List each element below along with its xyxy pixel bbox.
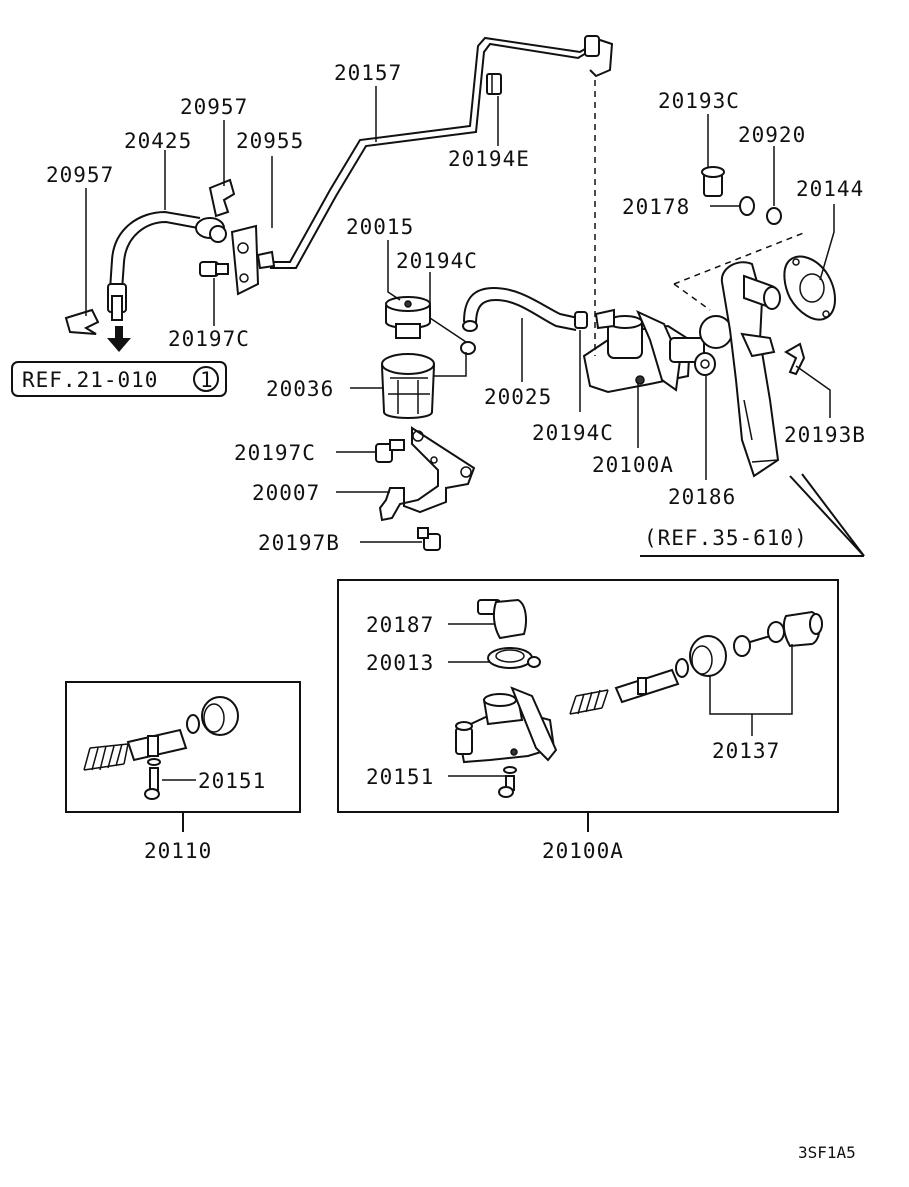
kit-20100a-piston — [614, 658, 689, 704]
label-20144: 20144 — [796, 177, 864, 201]
label-20137: 20137 — [712, 739, 780, 763]
kit-20100a-pushrod — [749, 610, 823, 648]
ref-35-610-bracket — [640, 473, 865, 557]
hose-clip-20957-top — [208, 178, 236, 218]
kit-20110-box — [65, 681, 301, 832]
hose-bracket — [230, 224, 276, 296]
pedal-alignment-line-b — [673, 283, 711, 311]
label-20194c-top: 20194C — [396, 249, 478, 273]
kit-20100a-bleeder — [498, 766, 517, 798]
reservoir-cap — [385, 296, 431, 339]
kit-20110-spring — [83, 743, 129, 771]
label-20957-left: 20957 — [46, 163, 114, 187]
clutch-pipe — [270, 35, 614, 269]
label-20193b: 20193B — [784, 423, 866, 447]
reservoir-hose — [462, 286, 579, 332]
diagram-code: 3SF1A5 — [798, 1143, 856, 1162]
hose-clamp-20194c-a — [460, 341, 476, 355]
label-20007: 20007 — [252, 481, 320, 505]
ref-21-010-circle-number: 1 — [200, 368, 214, 392]
hose-clamp-20194c-b — [574, 311, 588, 329]
ref-21-010-box — [11, 361, 227, 397]
bolt-20197b — [417, 527, 441, 551]
kit-20110-piston — [126, 696, 239, 762]
label-20955: 20955 — [236, 129, 304, 153]
reservoir-tank — [380, 353, 436, 419]
spring-clip-20193b — [784, 342, 806, 376]
kit-20100a-spring — [569, 689, 609, 715]
ref-arrow — [107, 326, 131, 352]
kit-20100a-cylinder-body — [455, 686, 558, 764]
kit-20100a-boot — [689, 635, 751, 677]
label-20197c-lower: 20197C — [234, 441, 316, 465]
kit-20100a-clamp — [487, 647, 541, 669]
clutch-hose — [107, 210, 227, 321]
pushrod-bushing — [694, 352, 716, 376]
kit-20100a-inlet-fitting — [477, 598, 527, 640]
label-20100a-bottom: 20100A — [542, 839, 624, 863]
label-20957-top: 20957 — [180, 95, 248, 119]
ref-35-610-text: (REF.35-610) — [644, 526, 808, 550]
washer-20178 — [739, 196, 755, 216]
label-20025: 20025 — [484, 385, 552, 409]
pedal-alignment-line-a — [673, 231, 807, 285]
label-20425: 20425 — [124, 129, 192, 153]
label-20151-kit-left: 20151 — [198, 769, 266, 793]
leader-lines — [85, 86, 835, 781]
label-20193c: 20193C — [658, 89, 740, 113]
label-20920: 20920 — [738, 123, 806, 147]
label-20151-kit-right: 20151 — [366, 765, 434, 789]
reservoir-bracket — [378, 426, 476, 522]
mounting-gasket — [783, 255, 836, 321]
label-20013: 20013 — [366, 651, 434, 675]
label-20186: 20186 — [668, 485, 736, 509]
kit-20100a-box — [337, 579, 839, 832]
label-20015: 20015 — [346, 215, 414, 239]
label-20110: 20110 — [144, 839, 212, 863]
label-20036: 20036 — [266, 377, 334, 401]
label-20194c-bottom: 20194C — [532, 421, 614, 445]
label-20187: 20187 — [366, 613, 434, 637]
bolt-20197c-lower — [375, 439, 405, 463]
snap-ring-20920 — [766, 207, 782, 225]
label-20194e: 20194E — [448, 147, 530, 171]
label-20197b: 20197B — [258, 531, 340, 555]
hose-clip-20957-left — [64, 308, 100, 335]
pipe-clip-20194e — [486, 73, 502, 95]
bolt-20197c-upper — [199, 261, 229, 277]
clutch-pedal-arm — [720, 261, 781, 478]
label-20178: 20178 — [622, 195, 690, 219]
label-20157: 20157 — [334, 61, 402, 85]
label-20197c-upper: 20197C — [168, 327, 250, 351]
clevis-pin — [701, 166, 725, 197]
master-cylinder-assembly — [582, 308, 751, 394]
kit-20110-bleeder — [144, 758, 161, 800]
label-20100a-middle: 20100A — [592, 453, 674, 477]
ref-21-010-text: REF.21-010 — [22, 368, 158, 392]
